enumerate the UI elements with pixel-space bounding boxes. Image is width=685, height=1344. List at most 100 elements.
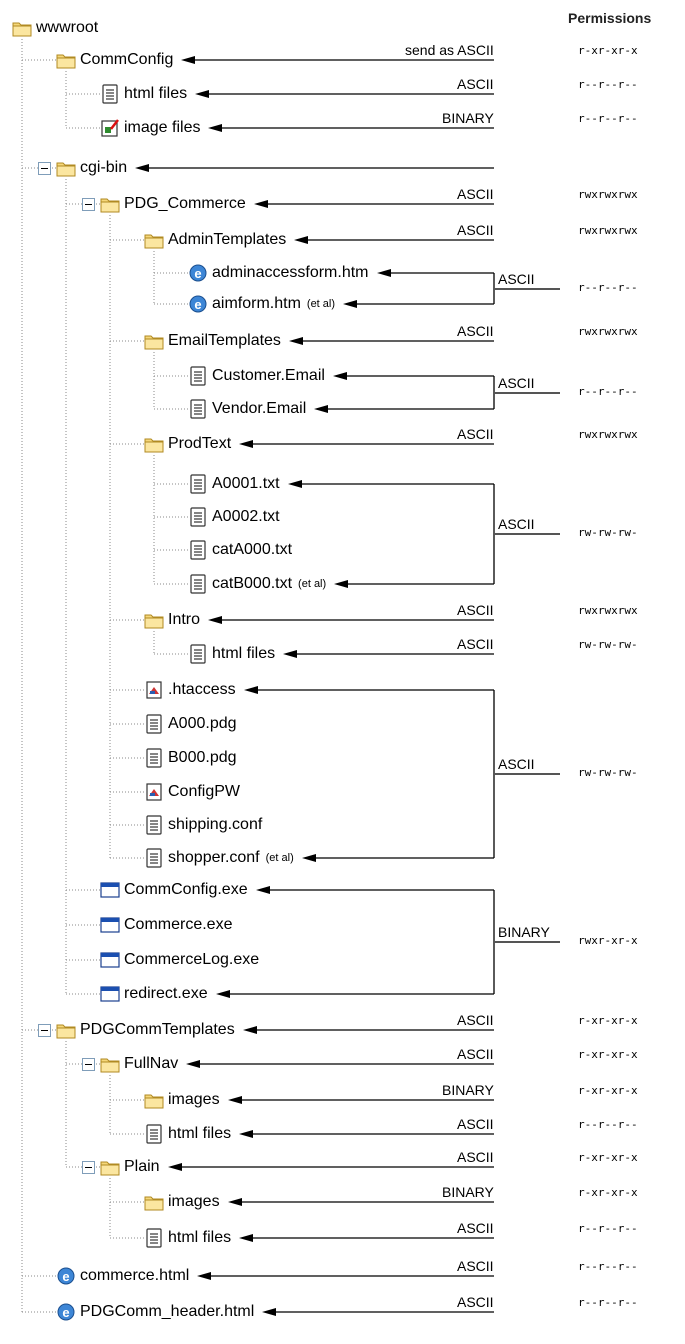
svg-text:e: e — [194, 297, 201, 312]
tree-node-file[interactable]: html files — [188, 643, 275, 665]
tree-node-label: B000.pdg — [168, 749, 237, 766]
tree-node-label: html files — [212, 645, 276, 662]
tree-node-file[interactable]: CommerceLog.exe — [100, 949, 259, 971]
permission-value: r--r--r-- — [578, 112, 638, 125]
tree-node-folder[interactable]: EmailTemplates — [144, 330, 281, 352]
transfer-mode-label: ASCII — [457, 222, 494, 238]
permission-value: r--r--r-- — [578, 78, 638, 91]
tree-node-label: Customer.Email — [212, 367, 325, 384]
config-file-icon — [144, 782, 164, 802]
transfer-arrow — [343, 300, 357, 308]
text-file-icon — [144, 848, 164, 868]
tree-node-file[interactable]: html files — [144, 1227, 231, 1249]
transfer-arrow — [181, 56, 494, 64]
tree-node-label: wwwroot — [36, 19, 99, 36]
transfer-mode-label: ASCII — [457, 1149, 494, 1165]
transfer-arrow — [195, 90, 494, 98]
tree-node-label: images — [168, 1091, 220, 1108]
tree-node-folder[interactable]: AdminTemplates — [144, 229, 286, 251]
tree-node-file[interactable]: ConfigPW — [144, 781, 240, 803]
tree-node-file[interactable]: html files — [100, 83, 187, 105]
permission-value: rwxrwxrwx — [578, 604, 638, 617]
svg-text:e: e — [62, 1269, 69, 1284]
tree-node-folder[interactable]: Plain — [100, 1156, 160, 1178]
tree-node-file[interactable]: redirect.exe — [100, 983, 208, 1005]
transfer-mode-label: BINARY — [442, 110, 494, 126]
tree-node-folder[interactable]: PDG_Commerce — [100, 193, 246, 215]
transfer-arrow — [228, 1096, 494, 1104]
et-al-note: (et al) — [265, 852, 294, 864]
tree-node-file[interactable]: CommConfig.exe — [100, 879, 248, 901]
tree-node-file[interactable]: catB000.txt(et al) — [188, 573, 326, 595]
tree-node-file[interactable]: catA000.txt — [188, 539, 292, 561]
transfer-arrow — [334, 580, 348, 588]
tree-node-file[interactable]: e commerce.html — [56, 1265, 189, 1287]
program-icon — [100, 880, 120, 900]
text-file-icon — [188, 574, 208, 594]
transfer-arrow — [302, 854, 316, 862]
collapse-toggle[interactable] — [82, 198, 95, 211]
collapse-toggle[interactable] — [82, 1161, 95, 1174]
tree-node-file[interactable]: A0002.txt — [188, 506, 280, 528]
permission-value: rw-rw-rw- — [578, 526, 638, 539]
tree-node-file[interactable]: A0001.txt — [188, 473, 280, 495]
tree-node-label: PDGComm_header.html — [80, 1303, 255, 1320]
transfer-mode-label: ASCII — [457, 636, 494, 652]
permission-value: rwxr-xr-x — [578, 934, 638, 947]
tree-node-folder[interactable]: ProdText — [144, 433, 231, 455]
tree-node-folder[interactable]: Intro — [144, 609, 200, 631]
tree-node-label: html files — [124, 85, 188, 102]
permission-value: r-xr-xr-x — [578, 1151, 638, 1164]
program-icon — [100, 915, 120, 935]
transfer-mode-label: ASCII — [457, 76, 494, 92]
transfer-mode-label: ASCII — [457, 186, 494, 202]
tree-node-folder[interactable]: CommConfig — [56, 49, 173, 71]
tree-node-file[interactable]: .htaccess — [144, 679, 236, 701]
tree-node-folder[interactable]: images — [144, 1089, 220, 1111]
tree-node-file[interactable]: Customer.Email — [188, 365, 325, 387]
transfer-arrow — [239, 1234, 494, 1242]
text-file-icon — [188, 366, 208, 386]
tree-node-label: commerce.html — [80, 1267, 190, 1284]
tree-node-file[interactable]: A000.pdg — [144, 713, 237, 735]
tree-node-file[interactable]: B000.pdg — [144, 747, 237, 769]
text-file-icon — [144, 1228, 164, 1248]
web-page-icon: e — [188, 294, 208, 314]
tree-node-label: .htaccess — [168, 681, 236, 698]
tree-node-file[interactable]: image files — [100, 117, 200, 139]
transfer-arrow — [186, 1060, 494, 1068]
permission-value: r--r--r-- — [578, 281, 638, 294]
tree-node-label: EmailTemplates — [168, 332, 281, 349]
transfer-arrow — [262, 1308, 494, 1316]
tree-node-file[interactable]: shopper.conf(et al) — [144, 847, 294, 869]
transfer-mode-label: ASCII — [457, 426, 494, 442]
tree-node-label: catA000.txt — [212, 541, 293, 558]
tree-node-label: html files — [168, 1229, 232, 1246]
folder-icon — [56, 1020, 76, 1040]
text-file-icon — [144, 815, 164, 835]
tree-node-file[interactable]: shipping.conf — [144, 814, 262, 836]
collapse-toggle[interactable] — [82, 1058, 95, 1071]
folder-icon — [100, 1157, 120, 1177]
folder-icon — [144, 1090, 164, 1110]
tree-node-label: Plain — [124, 1158, 160, 1175]
collapse-toggle[interactable] — [38, 1024, 51, 1037]
tree-node-folder[interactable]: wwwroot — [12, 17, 98, 39]
image-file-icon — [100, 118, 120, 138]
tree-node-file[interactable]: Commerce.exe — [100, 914, 232, 936]
collapse-toggle[interactable] — [38, 162, 51, 175]
tree-node-label: ConfigPW — [168, 783, 241, 800]
permission-value: r-xr-xr-x — [578, 1084, 638, 1097]
tree-node-folder[interactable]: cgi-bin — [56, 157, 127, 179]
tree-node-folder[interactable]: PDGCommTemplates — [56, 1019, 235, 1041]
transfer-mode-label: ASCII — [457, 1258, 494, 1274]
tree-node-file[interactable]: Vendor.Email — [188, 398, 306, 420]
tree-node-folder[interactable]: FullNav — [100, 1053, 178, 1075]
permission-value: r--r--r-- — [578, 1222, 638, 1235]
tree-node-folder[interactable]: images — [144, 1191, 220, 1213]
tree-node-file[interactable]: html files — [144, 1123, 231, 1145]
text-file-icon — [144, 748, 164, 768]
